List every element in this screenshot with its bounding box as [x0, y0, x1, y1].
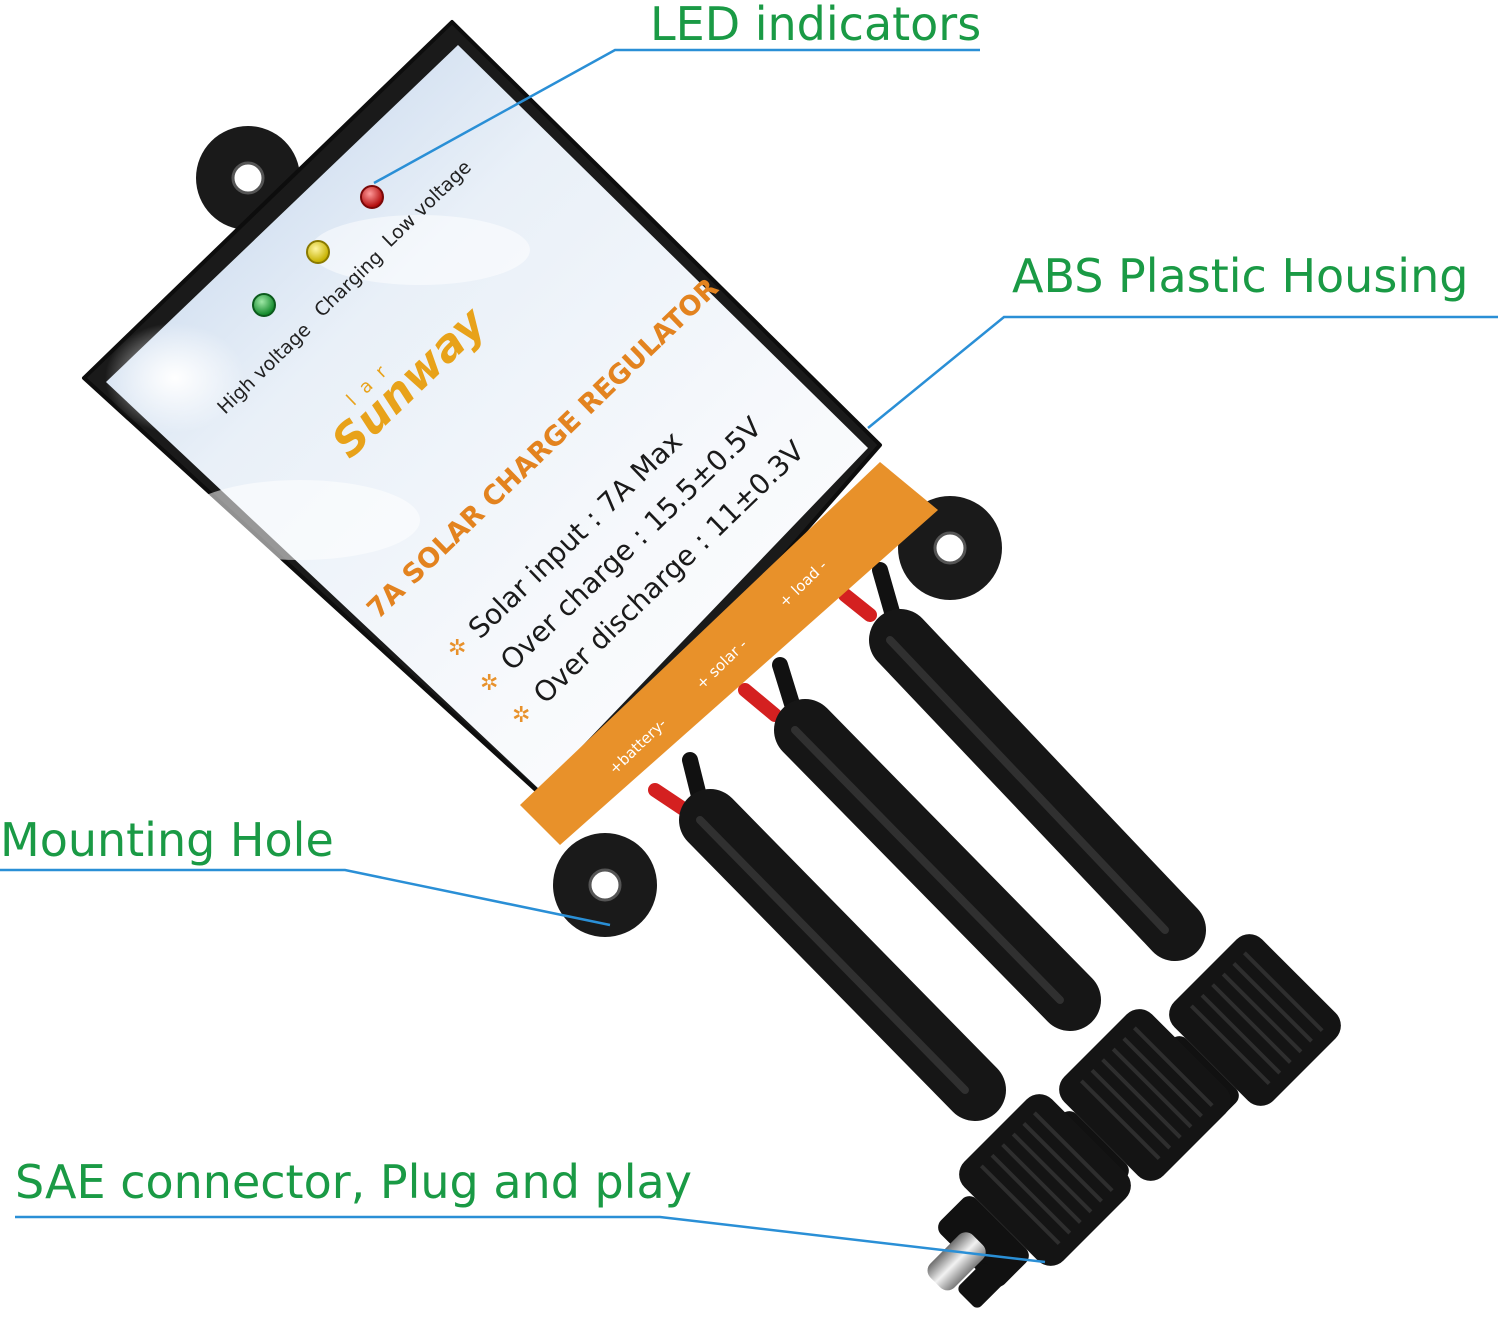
terminal-band: [520, 462, 938, 845]
callout-led-indicators: LED indicators: [373, 0, 981, 185]
load-cable: [838, 562, 1206, 961]
mounting-hole-bottom: [588, 868, 622, 902]
callout-abs-housing: ABS Plastic Housing: [867, 249, 1498, 429]
callout-label-sae-connector: SAE connector, Plug and play: [15, 1155, 692, 1209]
solar-cable: [738, 657, 1101, 1031]
leader-line-led: [373, 48, 980, 185]
sun-glare: [105, 323, 245, 433]
callout-label-abs-housing: ABS Plastic Housing: [1012, 249, 1468, 303]
regulator-device: High voltage Charging Low voltage Sunway…: [82, 20, 1002, 937]
callout-mounting-hole: Mounting Hole: [0, 813, 611, 927]
spec-bullet: ✲: [512, 703, 530, 728]
cable-group: [648, 562, 1206, 1121]
label-face: [106, 45, 868, 790]
battery-cable: [648, 752, 1006, 1121]
mounting-hole-right: [933, 531, 967, 565]
leader-line-mounting: [0, 868, 611, 927]
callout-sae-connector: SAE connector, Plug and play: [15, 1155, 1046, 1264]
callout-label-mounting-hole: Mounting Hole: [0, 813, 334, 867]
led-high-voltage: [252, 293, 276, 317]
spec-bullet: ✲: [480, 671, 498, 696]
leader-line-housing: [867, 315, 1498, 429]
leader-line-sae: [15, 1215, 1046, 1264]
led-charging: [306, 240, 330, 264]
spec-bullet: ✲: [448, 636, 466, 661]
mounting-hole-top: [231, 161, 265, 195]
led-low-voltage: [360, 185, 384, 209]
callout-label-led-indicators: LED indicators: [650, 0, 981, 51]
sae-connector-battery: [927, 1094, 1131, 1308]
